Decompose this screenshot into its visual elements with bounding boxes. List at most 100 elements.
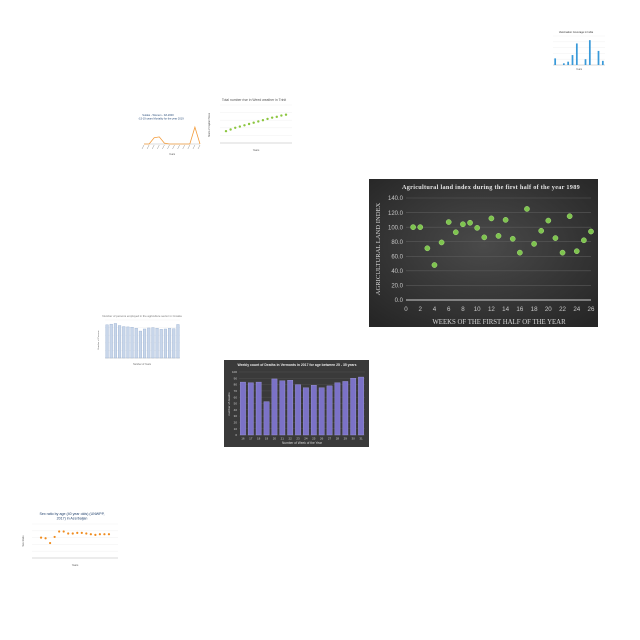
x-tick-label: 30 <box>352 437 356 441</box>
x-tick-label: 24 <box>304 437 308 441</box>
x-tick-label: 18 <box>531 306 538 313</box>
data-point <box>474 225 481 231</box>
x-tick-label: 26 <box>320 437 324 441</box>
bar <box>562 63 565 65</box>
data-point <box>76 531 79 534</box>
y-tick-label: 50 <box>234 402 238 406</box>
series-line <box>144 125 201 145</box>
chart-svg: Total number rise in Weed weather in Tri… <box>208 98 292 152</box>
bar <box>358 376 364 436</box>
bar <box>172 328 176 359</box>
bar <box>303 387 309 436</box>
data-point <box>247 122 251 126</box>
y-tick-label: 100 <box>232 370 237 374</box>
bar <box>130 327 134 359</box>
chart-title: Total number rise in Weed weather in Tri… <box>222 98 286 102</box>
data-point <box>67 532 70 535</box>
bar <box>147 327 151 359</box>
data-point <box>94 533 97 536</box>
x-tick-label: 6 <box>447 306 451 313</box>
data-point <box>588 228 594 235</box>
x-tick-label: 18 <box>257 437 261 441</box>
chart-svg: Weekly count of Deaths in Vermonts in 20… <box>224 360 369 447</box>
data-point <box>62 530 65 533</box>
x-tick-label: 16 <box>516 306 523 313</box>
x-axis-label: Number of Week of the Year <box>282 441 323 445</box>
data-point <box>502 217 509 223</box>
chart-svg: Suides - Women - DA 2000- Age 15-19 year… <box>138 113 201 156</box>
y-tick-label: 140.0 <box>388 196 404 202</box>
data-point <box>270 116 274 119</box>
x-tick-label: 22 <box>559 306 566 313</box>
y-tick-label: 20.0 <box>391 284 403 290</box>
y-axis-label: number of deaths <box>227 392 231 416</box>
x-tick-label: 2 <box>419 306 423 313</box>
data-point <box>417 224 424 230</box>
data-point <box>410 224 416 230</box>
data-point <box>71 532 74 535</box>
tick-label <box>197 144 201 150</box>
x-tick-label: 31 <box>359 437 363 441</box>
x-axis-label: Years <box>72 563 79 567</box>
bar <box>122 326 126 359</box>
data-point <box>538 227 545 234</box>
bar <box>263 401 270 436</box>
x-tick-label: 21 <box>281 437 285 441</box>
data-point <box>481 234 488 241</box>
data-point <box>566 213 573 220</box>
x-tick-label: 25 <box>312 437 316 441</box>
chart-sex-ratio: Sex ratio by age (40 year olds) (UNWPP,2… <box>20 510 122 568</box>
data-point <box>89 533 92 536</box>
chart-title: Weekly count of Deaths in Vermonts in 20… <box>237 363 356 367</box>
x-tick-label: 17 <box>249 437 253 441</box>
data-point <box>58 530 61 533</box>
x-tick-label: 19 <box>265 437 269 441</box>
bar <box>350 378 357 436</box>
x-axis-label: Years <box>253 148 260 152</box>
bar <box>601 60 604 65</box>
bar <box>138 330 142 359</box>
chart-svg: Sex ratio by age (40 year olds) (UNWPP,2… <box>21 512 118 567</box>
bar <box>168 328 172 359</box>
x-axis-label: Years <box>169 153 176 156</box>
bar <box>163 328 167 359</box>
bar <box>342 381 349 436</box>
chart-svg: Agricultural land index during the first… <box>369 179 598 327</box>
data-point <box>85 532 88 535</box>
y-tick-label: 40 <box>234 408 238 412</box>
data-point <box>573 248 580 255</box>
data-point <box>266 117 269 121</box>
y-axis-label: Sex Ratio <box>21 535 25 547</box>
data-point <box>531 241 537 247</box>
bar <box>143 328 147 359</box>
chart-title: Vaccination Coverage in India <box>559 30 594 34</box>
tick-label <box>141 144 145 150</box>
data-point <box>445 219 452 225</box>
data-point <box>229 128 232 131</box>
bar <box>240 381 246 436</box>
data-point <box>234 126 237 129</box>
y-tick-label: 120.0 <box>388 211 404 217</box>
chart-croatia-employment: Number of persons employed in the agricu… <box>96 313 184 369</box>
y-tick-label: 0 <box>235 433 237 437</box>
tick-label <box>177 144 180 150</box>
bar <box>126 326 130 359</box>
bar <box>279 380 286 436</box>
bar <box>310 385 317 436</box>
chart-title-line: - Age 15-19 years Mortality for the year… <box>138 116 184 120</box>
bar <box>287 380 294 436</box>
bar <box>571 55 574 65</box>
y-tick-label: 80.0 <box>391 240 403 246</box>
bar <box>159 329 163 359</box>
y-tick-label: 40.0 <box>391 269 403 275</box>
bar <box>575 43 578 65</box>
chart-title: Agricultural land index during the first… <box>402 184 580 191</box>
x-tick-label: 4 <box>433 306 437 313</box>
chart-title-line: Sex ratio by age (40 year olds) (UNWPP, <box>39 512 104 516</box>
bar <box>584 59 587 65</box>
data-point <box>516 249 523 256</box>
y-tick-label: 30 <box>234 414 238 418</box>
bar <box>588 40 591 65</box>
x-axis-label: Years <box>576 68 583 71</box>
bar <box>318 387 325 436</box>
